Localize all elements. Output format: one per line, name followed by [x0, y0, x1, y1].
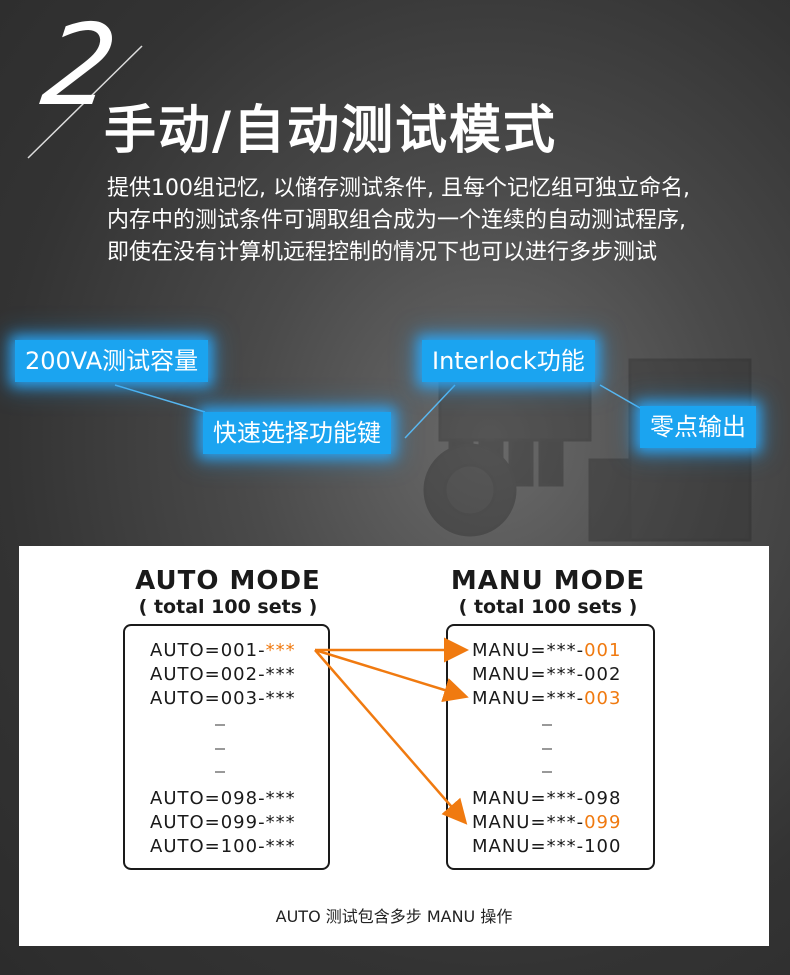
manu-row: MANU=***-002 — [472, 664, 622, 685]
feature-connector-lines — [114, 384, 641, 439]
feature-tag-capacity: 200VA测试容量 — [15, 340, 209, 382]
auto-mode-title: AUTO MODE — [135, 566, 321, 596]
ellipsis-dash — [215, 748, 225, 750]
description-line-2: 内存中的测试条件可调取组合成为一个连续的自动测试程序, — [107, 208, 686, 233]
manu-mode-subtitle: ( total 100 sets ) — [458, 596, 638, 618]
manu-row: MANU=***-100 — [472, 836, 622, 857]
description: 提供100组记忆, 以储存测试条件, 且每个记忆组可独立命名, 内存中的测试条件… — [107, 173, 690, 269]
arrow-to-manu-099 — [314, 649, 468, 825]
manu-row: MANU=***-098 — [472, 788, 622, 809]
feature-tag-zero-output: 零点输出 — [640, 406, 756, 448]
auto-row: AUTO=002-*** — [150, 664, 296, 685]
auto-mode-subtitle: ( total 100 sets ) — [138, 596, 318, 618]
auto-row: AUTO=098-*** — [150, 788, 296, 809]
auto-row: AUTO=099-*** — [150, 812, 296, 833]
manu-row: MANU=***-099 — [472, 812, 622, 833]
feature-tag-interlock: Interlock功能 — [422, 340, 595, 382]
auto-mode-box — [123, 624, 330, 870]
manu-mode-box — [446, 624, 655, 870]
auto-row: AUTO=001-*** — [150, 640, 296, 661]
manu-row: MANU=***-003 — [472, 688, 622, 709]
feature-tag-quick-select: 快速选择功能键 — [203, 412, 391, 454]
ellipsis-dash — [215, 724, 225, 726]
ellipsis-dash — [542, 771, 552, 773]
ellipsis-dash — [542, 724, 552, 726]
ellipsis-dash — [542, 748, 552, 750]
auto-row: AUTO=100-*** — [150, 836, 296, 857]
description-line-1: 提供100组记忆, 以储存测试条件, 且每个记忆组可独立命名, — [107, 176, 690, 201]
arrow-to-manu-003 — [314, 648, 469, 703]
page-title: 手动/自动测试模式 — [104, 101, 557, 161]
mapping-arrows — [314, 637, 469, 825]
description-line-3: 即使在没有计算机远程控制的情况下也可以进行多步测试 — [107, 240, 658, 265]
diagram-caption: AUTO 测试包含多步 MANU 操作 — [275, 907, 513, 926]
machine-background-image — [423, 358, 752, 542]
mode-diagram-panel: AUTO MODE ( total 100 sets ) MANU MODE (… — [19, 546, 769, 946]
ellipsis-dash — [215, 771, 225, 773]
auto-row: AUTO=003-*** — [150, 688, 296, 709]
manu-row: MANU=***-001 — [472, 640, 622, 661]
manu-mode-title: MANU MODE — [450, 566, 646, 596]
header-slash-decoration — [27, 45, 143, 159]
